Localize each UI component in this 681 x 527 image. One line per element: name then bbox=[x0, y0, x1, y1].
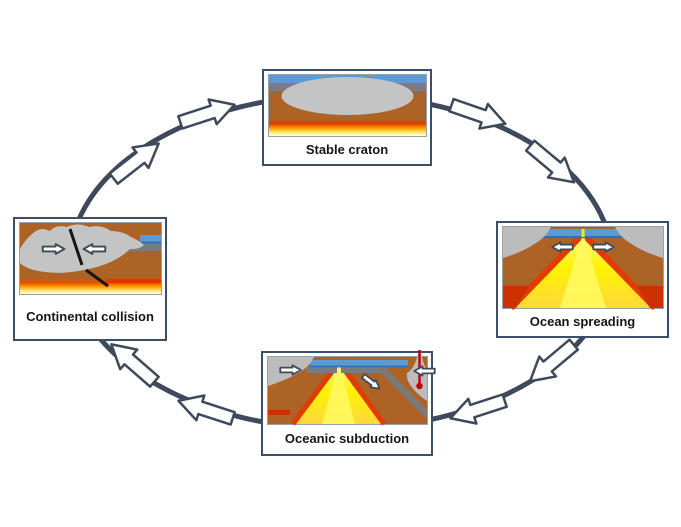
stage-label-ocean-spreading: Ocean spreading bbox=[529, 314, 636, 330]
continent-right bbox=[614, 227, 663, 258]
cycle-arrow-icon bbox=[445, 91, 511, 138]
thrust-fault-lower bbox=[84, 268, 109, 288]
craton-ellipse bbox=[281, 77, 413, 115]
oceanic-subduction-illustration bbox=[266, 349, 436, 426]
continental-collision-illustration bbox=[18, 222, 162, 295]
stage-label-continental-collision: Continental collision bbox=[26, 308, 154, 324]
oceanic-crust bbox=[305, 367, 337, 373]
cycle-arrow-icon bbox=[175, 91, 240, 136]
hot-layer-left bbox=[267, 410, 290, 415]
magma-edge bbox=[290, 363, 339, 426]
hot-layer-left bbox=[502, 286, 529, 308]
magma-chamber-dot bbox=[415, 382, 423, 390]
cycle-arrow-icon bbox=[173, 387, 238, 432]
cycle-arrow-icon bbox=[101, 333, 165, 393]
magma-column bbox=[559, 236, 606, 308]
panel-ocean-spreading: Ocean spreading bbox=[496, 221, 669, 338]
cycle-arrow-icon bbox=[520, 134, 584, 194]
asthenosphere-glow bbox=[268, 120, 426, 136]
panel-stable-craton: Stable craton bbox=[262, 69, 432, 166]
ocean-spreading-illustration bbox=[501, 226, 664, 311]
water-deep-line bbox=[532, 236, 633, 239]
colliding-continents-mass bbox=[19, 224, 144, 273]
water-deep-line bbox=[309, 365, 408, 368]
stable-craton-illustration bbox=[267, 74, 427, 137]
stage-label-oceanic-subduction: Oceanic subduction bbox=[284, 431, 410, 447]
water-layer bbox=[139, 235, 161, 242]
water-layer bbox=[309, 360, 408, 366]
magma-edge bbox=[338, 363, 386, 426]
panel-oceanic-subduction: Oceanic subduction bbox=[261, 349, 436, 456]
stage-label-stable-craton: Stable craton bbox=[305, 142, 389, 158]
panel-continental-collision: Continental collision bbox=[13, 217, 167, 341]
hot-layer-right bbox=[105, 279, 161, 283]
cycle-arrow-icon bbox=[445, 387, 510, 432]
magma-column bbox=[321, 365, 355, 424]
hot-layer-right bbox=[636, 286, 663, 308]
water-deep-line bbox=[139, 241, 161, 244]
thrust-fault-upper bbox=[68, 228, 83, 266]
subducting-slab bbox=[340, 367, 427, 419]
continent-left bbox=[502, 227, 551, 258]
ridge-dike bbox=[581, 229, 585, 237]
